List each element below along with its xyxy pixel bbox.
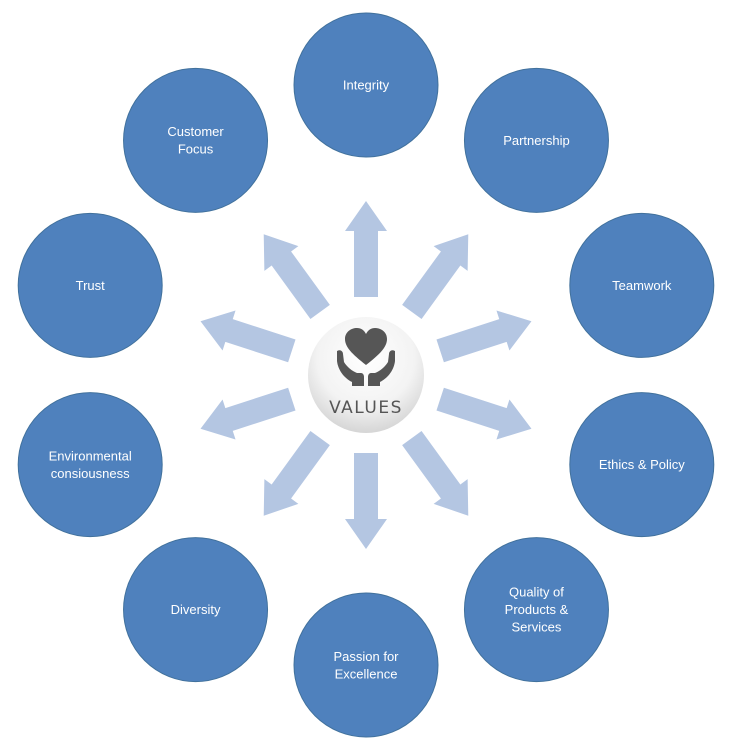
value-node-circle [463,67,609,213]
value-node-label: Integrity [343,78,390,93]
value-node-circle [17,212,163,358]
arrow-to-quality [402,431,469,516]
value-node-label: Environmental consiousness [49,448,132,481]
value-node-circle [293,12,439,158]
value-node-label-line: Excellence [335,666,398,681]
value-node-label-line: Partnership [503,133,569,148]
value-node-circle [463,537,609,683]
value-node-label-line: Diversity [171,602,221,617]
arrow-to-diversity [263,431,330,516]
value-node-partnership: Partnership [463,67,609,213]
value-node-label-line: Teamwork [612,278,672,293]
arrow-to-environmental [200,387,296,440]
value-node-label: Ethics & Policy [599,457,685,472]
value-node-quality: Quality of Products & Services [463,537,609,683]
value-node-circle [569,212,715,358]
value-node-label-line: Trust [76,278,106,293]
value-node-ethics-policy: Ethics & Policy [569,392,715,538]
value-node-circle [569,392,715,538]
value-node-label-line: Passion for [333,649,399,664]
value-node-label-line: Ethics & Policy [599,457,685,472]
value-node-label-line: Environmental [49,448,132,463]
value-node-label-line: consiousness [51,466,130,481]
arrow-to-trust [200,310,296,363]
center-hub: VALUES [308,317,424,433]
value-node-label: Teamwork [612,278,672,293]
value-node-label-line: Integrity [343,78,390,93]
value-node-label: Quality of Products & Services [505,585,569,635]
value-node-label: Partnership [503,133,569,148]
value-node-trust: Trust [17,212,163,358]
arrow-to-partnership [402,234,469,319]
value-node-circle [17,392,163,538]
value-node-label-line: Customer [167,124,224,139]
center-label: VALUES [329,398,403,418]
value-node-label: Trust [76,278,106,293]
arrow-to-customer-focus [263,234,330,319]
value-node-diversity: Diversity [123,537,269,683]
arrow-to-teamwork [436,310,532,363]
arrow-to-integrity [345,201,387,297]
value-node-label-line: Focus [178,142,214,157]
value-node-label-line: Quality of [509,585,564,600]
arrows-layer [200,201,532,549]
value-node-circle [123,67,269,213]
center-circle [308,317,424,433]
arrow-to-passion [345,453,387,549]
arrow-to-ethics-policy [436,387,532,440]
value-node-teamwork: Teamwork [569,212,715,358]
value-node-circle [123,537,269,683]
value-node-environmental: Environmental consiousness [17,392,163,538]
heart-in-hands-icon [337,328,395,386]
value-node-label-line: Services [512,620,562,635]
value-node-label: Diversity [171,602,221,617]
value-node-circle [293,592,439,738]
value-node-integrity: Integrity [293,12,439,158]
value-node-label-line: Products & [505,602,569,617]
